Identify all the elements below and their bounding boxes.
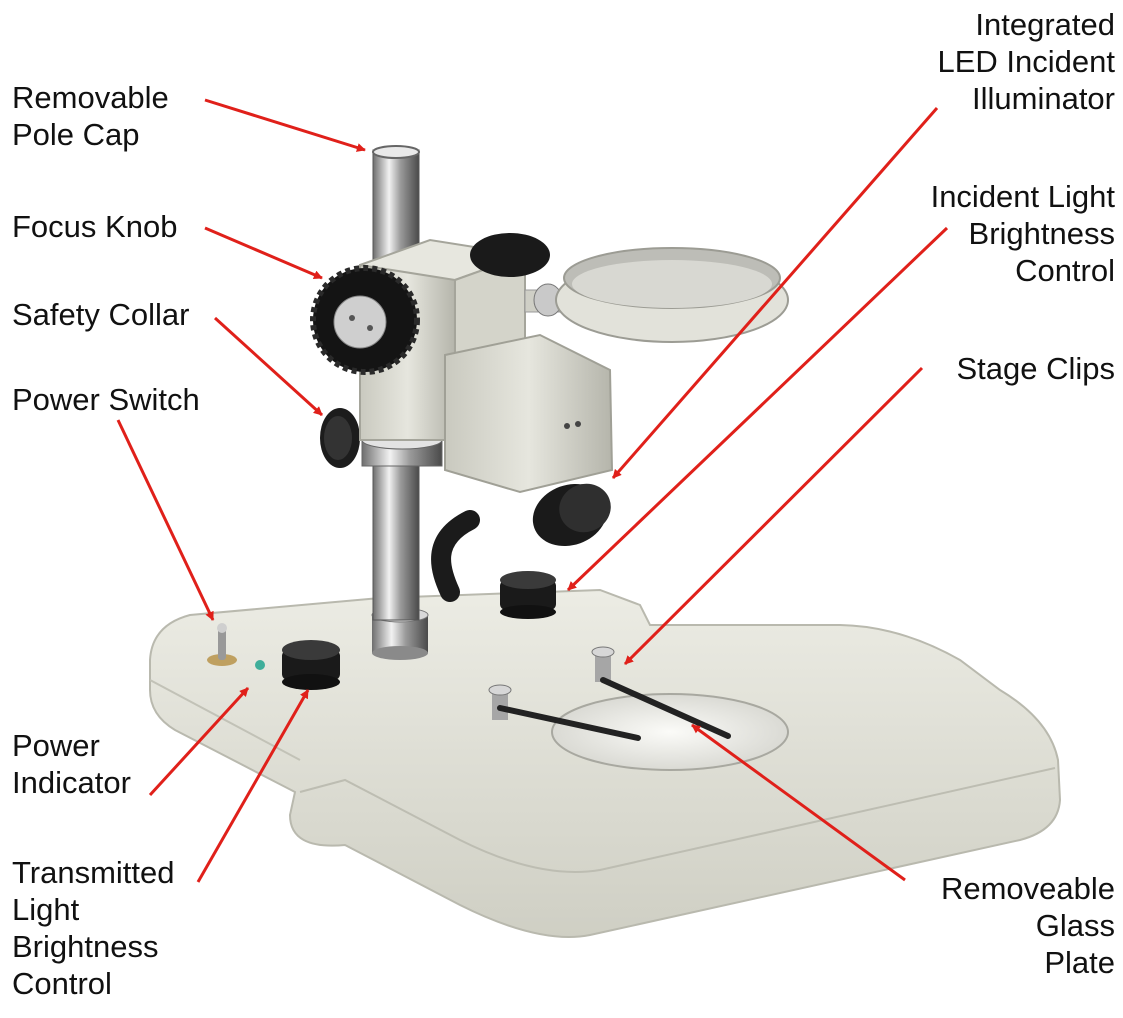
label-stage-clips: Stage Clips: [956, 350, 1115, 387]
label-pole-cap: Removable Pole Cap: [12, 79, 169, 153]
glass-plate: [552, 694, 788, 770]
label-focus-knob: Focus Knob: [12, 208, 177, 245]
focus-knob-rear: [470, 233, 550, 277]
arrow-pole-cap: [205, 100, 365, 150]
label-power-indicator: Power Indicator: [12, 727, 131, 801]
power-indicator-led: [255, 660, 265, 670]
illuminator-ring-holder: [525, 248, 788, 342]
gooseneck-cable: [441, 520, 470, 592]
arrow-focus-knob: [205, 228, 322, 278]
incident-brightness-knob: [500, 571, 556, 619]
arrow-power-switch: [118, 420, 213, 620]
label-safety-collar: Safety Collar: [12, 296, 189, 333]
arrow-safety-collar: [215, 318, 322, 415]
label-power-switch: Power Switch: [12, 381, 200, 418]
focus-knob: [313, 268, 417, 372]
label-transmitted-control: Transmitted Light Brightness Control: [12, 854, 175, 1002]
transmitted-brightness-knob: [282, 640, 340, 690]
label-glass-plate: Removeable Glass Plate: [941, 870, 1115, 981]
label-led-illuminator: Integrated LED Incident Illuminator: [938, 6, 1116, 117]
label-incident-control: Incident Light Brightness Control: [931, 178, 1115, 289]
pole-cap: [373, 146, 419, 158]
